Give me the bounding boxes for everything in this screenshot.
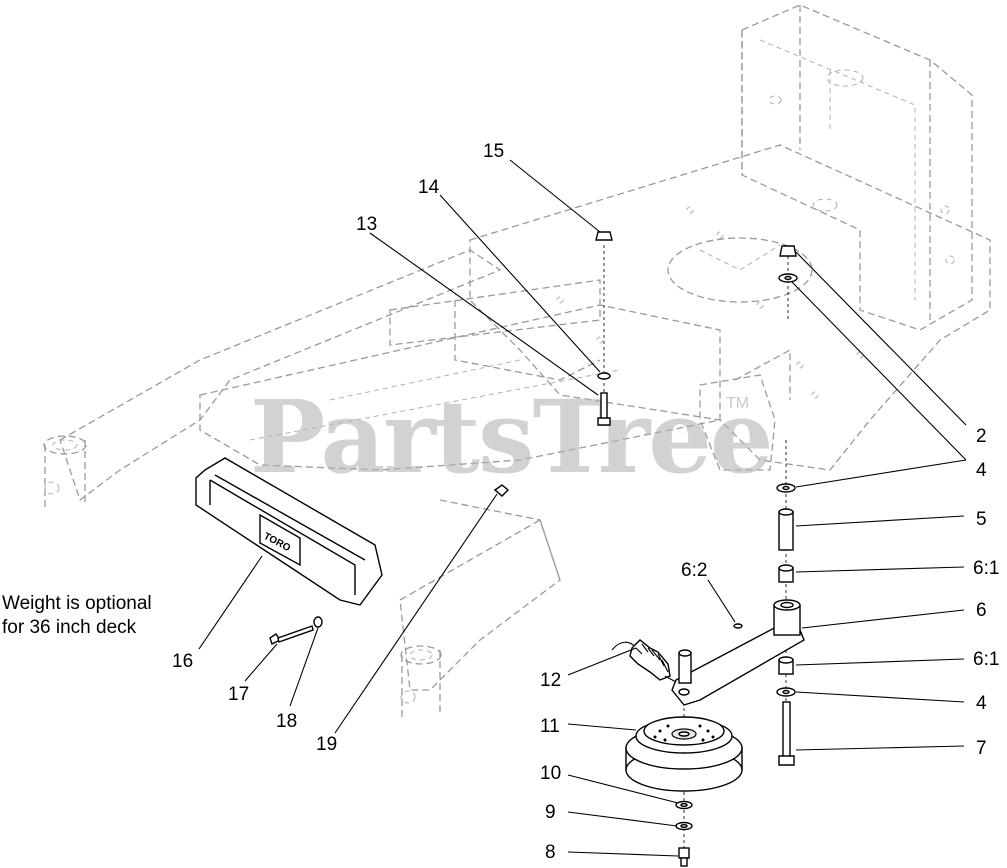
callout-8: 8 [545,842,556,863]
callout-12: 12 [540,670,561,691]
weight-optional-note: Weight is optional for 36 inch deck [2,592,152,640]
callout-2: 2 [976,426,987,447]
callout-4-upper: 4 [976,460,987,481]
part-14-washer [597,372,611,380]
callout-6-2: 6:2 [681,560,707,581]
part-2-nut [779,245,797,257]
callout-14: 14 [418,177,440,198]
callout-19: 19 [316,734,337,755]
callout-16: 16 [172,651,193,672]
callout-5: 5 [976,509,987,530]
callout-6-1-lower: 6:1 [973,649,999,670]
callout-6: 6 [976,600,987,621]
part-18-washer [313,616,323,628]
part-17-bolt [269,625,314,645]
callout-6-1-upper: 6:1 [973,558,999,579]
part-9-washer [675,821,693,831]
part-6-1-bushing-top [778,564,794,583]
part-7-bolt [778,701,795,766]
part-11-pulley [625,716,743,792]
callout-17: 17 [228,684,249,705]
callout-10: 10 [540,763,561,784]
part-5-spacer [778,508,794,551]
part-8-bolt [678,847,690,867]
callout-7: 7 [976,738,987,759]
part-16-weight: TORO [195,457,383,606]
ghost-frame [43,4,991,720]
callout-18: 18 [276,711,297,732]
part-10-washer [675,800,693,810]
watermark-text: PartsTree [250,378,772,496]
callout-13: 13 [356,214,377,235]
part-4-washer [776,483,796,493]
part-6-idler-arm [671,599,805,706]
part-19-nut [493,484,510,497]
callout-15: 15 [483,141,504,162]
leader-lines [198,159,967,857]
callout-labels: 15 14 13 2 4 5 6:1 6:2 6 6:1 4 7 12 11 1… [172,141,999,863]
part-4-washer-bottom [776,687,796,697]
part-6-2-grease-fitting [733,623,743,629]
part-4-washer-top [778,273,798,283]
watermark-trademark: TM [726,395,749,412]
part-15-nut [595,231,613,241]
callout-11: 11 [540,716,560,737]
note-line-2: for 36 inch deck [2,617,137,638]
part-12-spring [611,639,677,683]
note-line-1: Weight is optional [2,593,152,614]
part-6-1-bushing-bottom [778,656,794,675]
part-13-bolt [597,392,611,426]
callout-9: 9 [545,802,556,823]
callout-4-lower: 4 [976,693,987,714]
